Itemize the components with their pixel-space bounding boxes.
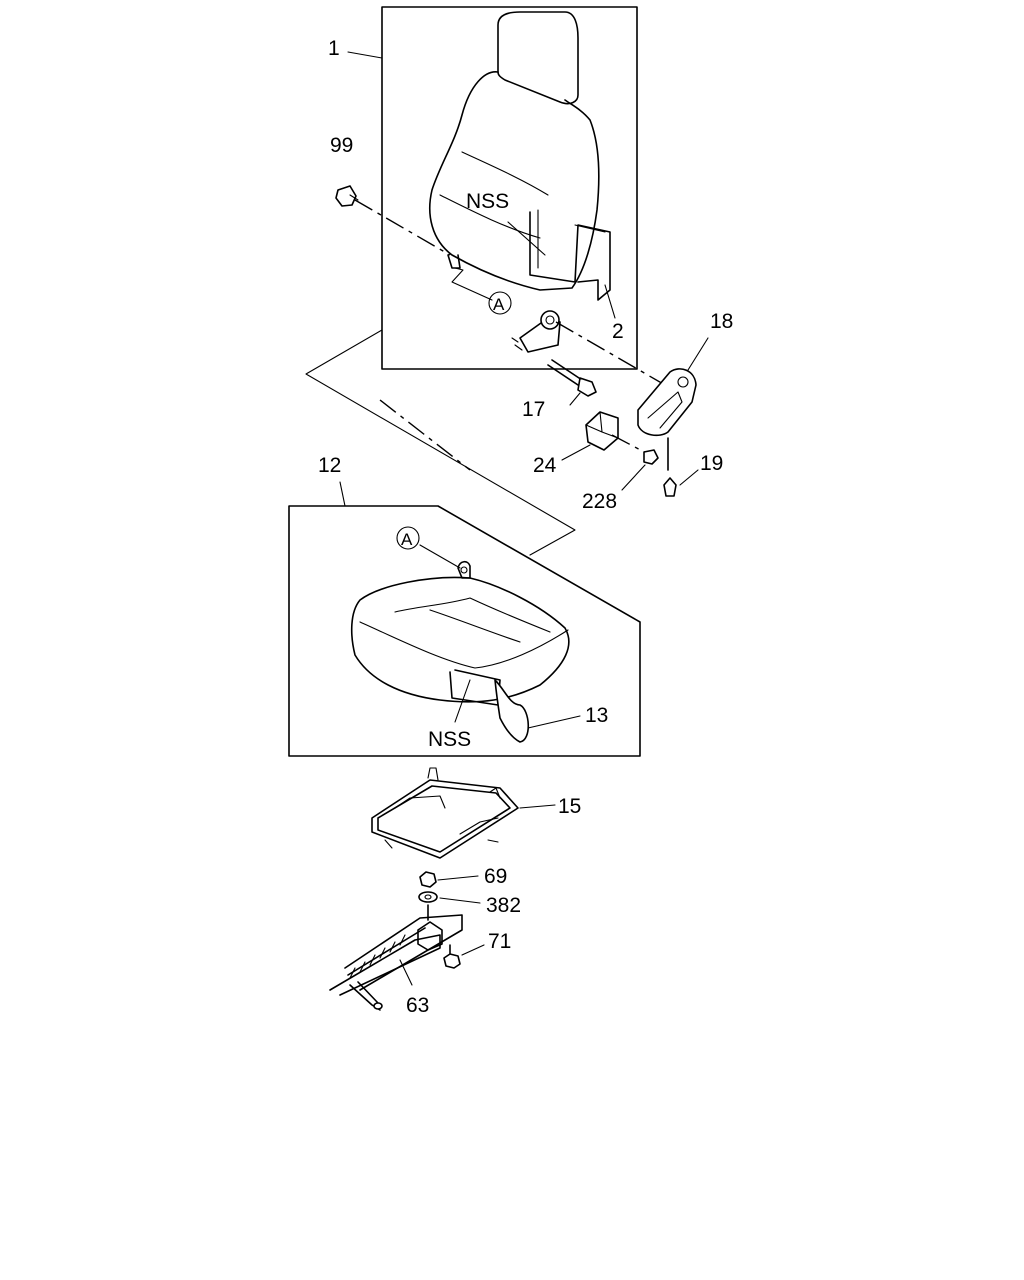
seat-slide-rail-63	[329, 904, 463, 1011]
seat-cushion-frame-box	[288, 505, 641, 757]
seat-frame-15	[371, 767, 556, 859]
callout-1: 1	[328, 37, 340, 60]
callout-18: 18	[710, 310, 733, 333]
screw-228	[621, 449, 659, 491]
seat-cushion-body	[350, 576, 570, 703]
callout-19: 19	[700, 452, 723, 475]
callout-63: 63	[406, 994, 429, 1017]
callout-24: 24	[533, 454, 557, 477]
callout-17: 17	[522, 398, 545, 421]
clip-19	[663, 437, 699, 497]
callout-71: 71	[488, 930, 511, 953]
ref-a-back-label: A	[493, 295, 505, 314]
bolt-99	[335, 185, 359, 207]
callout-nss-cushion: NSS	[428, 728, 471, 751]
callout-13: 13	[585, 704, 608, 727]
washer-382	[418, 891, 481, 904]
bolt-71	[443, 944, 485, 969]
callout-nss-back: NSS	[466, 190, 509, 213]
seat-back-group	[347, 6, 666, 386]
bolt-17	[547, 359, 597, 406]
seat-back-frame-box	[381, 6, 638, 370]
callout-69: 69	[484, 865, 507, 888]
seat-cushion-group	[288, 481, 641, 757]
seat-back-body	[429, 71, 600, 291]
side-shield	[529, 211, 611, 301]
callout-15: 15	[558, 795, 581, 818]
link-dash-frame	[305, 329, 576, 556]
callout-382: 382	[486, 894, 521, 917]
callout-99: 99	[330, 134, 353, 157]
ref-a-cushion-label: A	[401, 530, 413, 549]
ref-a-cushion: A	[396, 526, 420, 550]
pivot-disc	[540, 310, 560, 330]
knob-24	[561, 411, 651, 461]
callout-2: 2	[612, 320, 624, 343]
callout-228: 228	[582, 490, 617, 513]
side-panel-13	[494, 679, 530, 743]
callout-12: 12	[318, 454, 341, 477]
recliner-cover-18	[637, 337, 709, 437]
ref-a-back: A	[488, 291, 512, 315]
nut-69	[419, 871, 479, 888]
headrest	[497, 11, 579, 105]
